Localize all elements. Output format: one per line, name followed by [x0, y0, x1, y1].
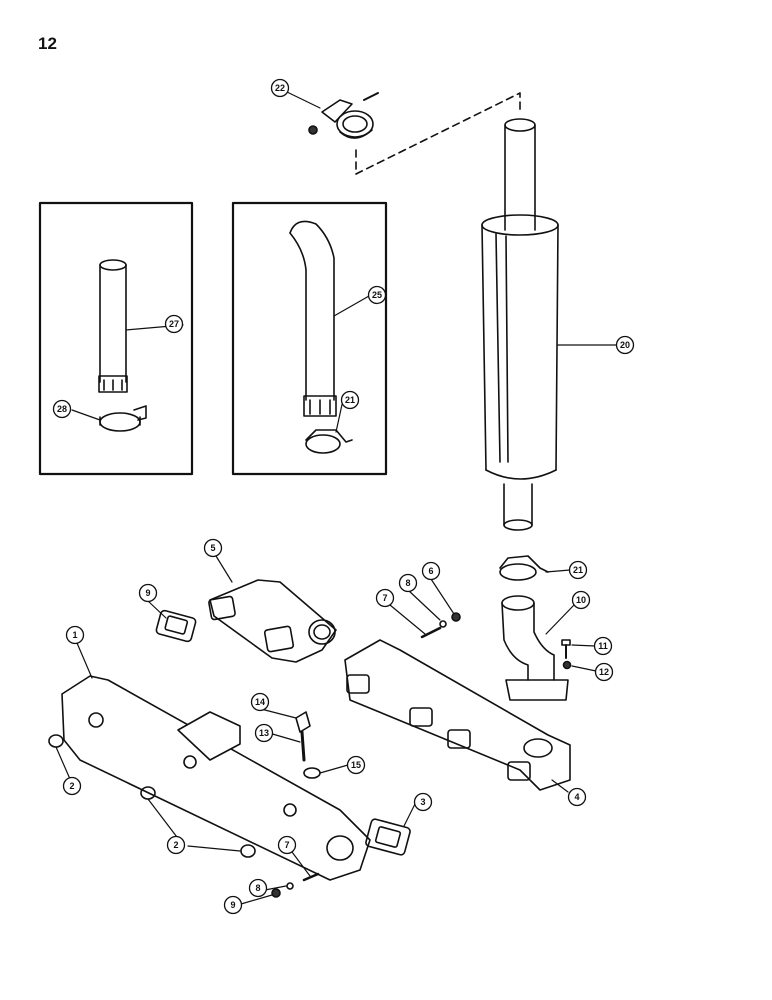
- callout-circle-2b: [166, 835, 186, 855]
- callout-circle-20: [615, 335, 635, 355]
- callout-3: 3: [420, 797, 425, 807]
- callout-7a: 7: [382, 593, 387, 603]
- callout-22: 22: [275, 83, 285, 93]
- callout-9b: 9: [230, 900, 235, 910]
- lock-washer: [562, 660, 572, 670]
- callout-13: 13: [259, 728, 269, 738]
- callout-2b: 2: [173, 840, 178, 850]
- stud-lower: [302, 872, 320, 882]
- callout-21b: 21: [573, 565, 583, 575]
- washer-upper: [439, 620, 447, 628]
- callout-28: 28: [57, 404, 67, 414]
- muffler: [481, 118, 559, 531]
- manifold-section-front: [208, 579, 337, 663]
- stack-clamp: [305, 429, 353, 454]
- rain-cap: [308, 92, 379, 139]
- callout-9a: 9: [145, 588, 150, 598]
- callout-circle-22: [270, 78, 290, 98]
- manifold-main: [61, 675, 371, 881]
- callout-circle-5: [203, 538, 223, 558]
- callout-21a: 21: [345, 395, 355, 405]
- callout-6: 6: [428, 566, 433, 576]
- callout-1: 1: [72, 630, 77, 640]
- callout-25: 25: [372, 290, 382, 300]
- callout-circle-13: [254, 723, 274, 743]
- callout-circle-3: [413, 792, 433, 812]
- callout-circle-1: [65, 625, 85, 645]
- exhaust-elbow: [501, 595, 569, 701]
- callout-10: 10: [576, 595, 586, 605]
- callout-circle-14: [250, 692, 270, 712]
- extension-pipe: [98, 259, 128, 393]
- curved-stack: [289, 220, 337, 417]
- kit-box-left: [38, 201, 194, 476]
- stud-upper: [420, 626, 442, 639]
- gasket-lower: [365, 818, 411, 856]
- callout-circle-28: [52, 399, 72, 419]
- callout-2a: 2: [69, 781, 74, 791]
- callout-circle-2a: [62, 776, 82, 796]
- callout-8a: 8: [405, 578, 410, 588]
- callout-circle-15: [346, 755, 366, 775]
- callout-12: 12: [599, 667, 609, 677]
- muffler-clamp: [499, 555, 549, 581]
- callout-circle-25: [367, 285, 387, 305]
- callout-15: 15: [351, 760, 361, 770]
- callout-5: 5: [210, 543, 215, 553]
- washer-lower: [286, 882, 294, 890]
- nut-lower: [271, 888, 281, 898]
- callout-4: 4: [574, 792, 579, 802]
- callout-27: 27: [169, 319, 179, 329]
- manifold-rear: [344, 639, 571, 791]
- nut-upper: [451, 612, 461, 622]
- callout-circle-21b: [568, 560, 588, 580]
- callout-7b: 7: [284, 840, 289, 850]
- callout-8b: 8: [255, 883, 260, 893]
- pipe-clamp: [99, 405, 147, 432]
- callout-circle-21a: [340, 390, 360, 410]
- plug-left: [48, 734, 64, 748]
- callout-circle-9b: [223, 895, 243, 915]
- cap-link-line: [355, 92, 521, 175]
- gasket-upper: [155, 609, 197, 643]
- callout-circle-7b: [277, 835, 297, 855]
- callout-circle-9a: [138, 583, 158, 603]
- callout-20: 20: [620, 340, 630, 350]
- callout-circle-4: [567, 787, 587, 807]
- callout-circle-12: [594, 662, 614, 682]
- callout-circle-11: [593, 636, 613, 656]
- plug-right: [240, 844, 256, 858]
- o-ring: [303, 767, 321, 779]
- callout-circle-7a: [375, 588, 395, 608]
- page-number: 12: [38, 34, 57, 53]
- mounting-bolt: [561, 639, 571, 659]
- callout-circle-10: [571, 590, 591, 610]
- kit-box-right: [231, 201, 388, 476]
- callout-circle-6: [421, 561, 441, 581]
- temperature-sender: [295, 711, 311, 762]
- callout-14: 14: [255, 697, 265, 707]
- callout-11: 11: [598, 641, 608, 651]
- callout-circle-27: [164, 314, 184, 334]
- callout-circle-8a: [398, 573, 418, 593]
- callout-circle-8b: [248, 878, 268, 898]
